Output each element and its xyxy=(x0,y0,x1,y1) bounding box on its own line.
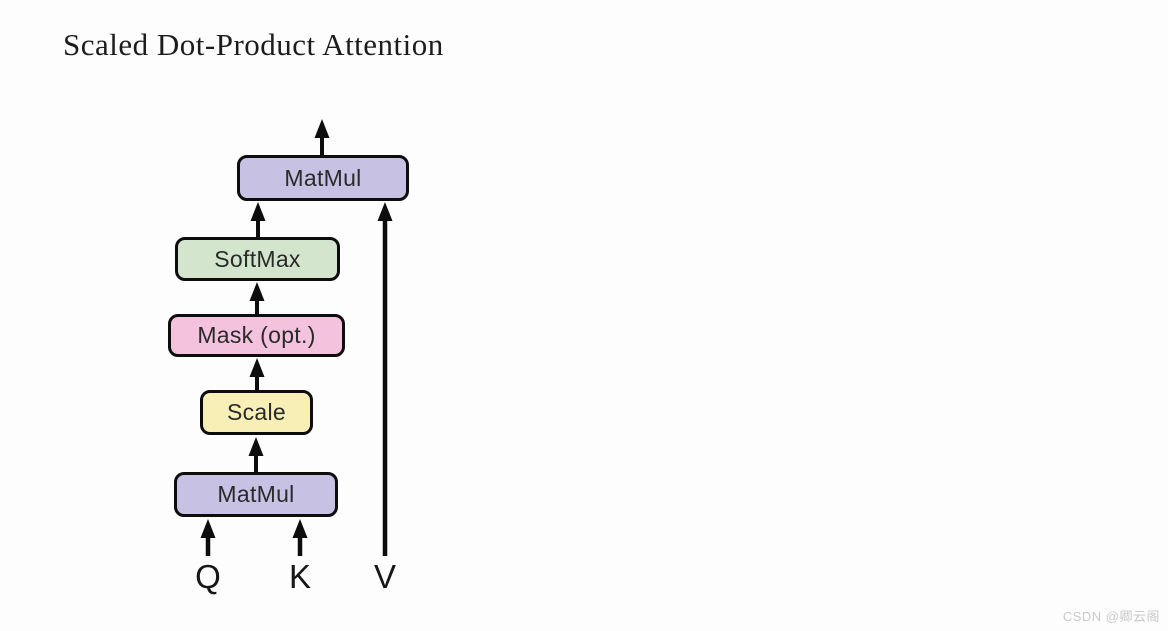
arrow-scale-to-mask xyxy=(249,358,265,390)
arrow-matmul-to-scale xyxy=(248,437,264,472)
box-matmul-top: MatMul xyxy=(237,155,409,201)
box-matmul-top-label: MatMul xyxy=(284,164,362,191)
box-softmax-label: SoftMax xyxy=(214,245,301,272)
watermark: CSDN @卿云阁 xyxy=(1062,609,1160,624)
box-matmul-bottom: MatMul xyxy=(174,472,338,517)
arrow-input-k xyxy=(292,519,308,556)
input-label-v: V xyxy=(373,558,396,595)
arrow-mask-to-softmax xyxy=(249,282,265,314)
box-scale: Scale xyxy=(200,390,313,435)
arrow-output xyxy=(314,119,330,156)
box-scale-label: Scale xyxy=(226,399,287,425)
input-label-k: K xyxy=(288,558,311,595)
input-label-q: Q xyxy=(195,558,221,595)
arrow-softmax-to-matmul xyxy=(250,202,266,237)
box-mask-opt-label: Mask (opt.) xyxy=(197,322,316,348)
box-matmul-bottom-label: MatMul xyxy=(217,481,295,507)
box-softmax: SoftMax xyxy=(175,237,340,281)
arrow-input-v xyxy=(377,202,393,556)
page-title: Scaled Dot-Product Attention xyxy=(63,27,444,62)
box-mask-opt: Mask (opt.) xyxy=(168,314,345,357)
arrow-input-q xyxy=(200,519,216,556)
